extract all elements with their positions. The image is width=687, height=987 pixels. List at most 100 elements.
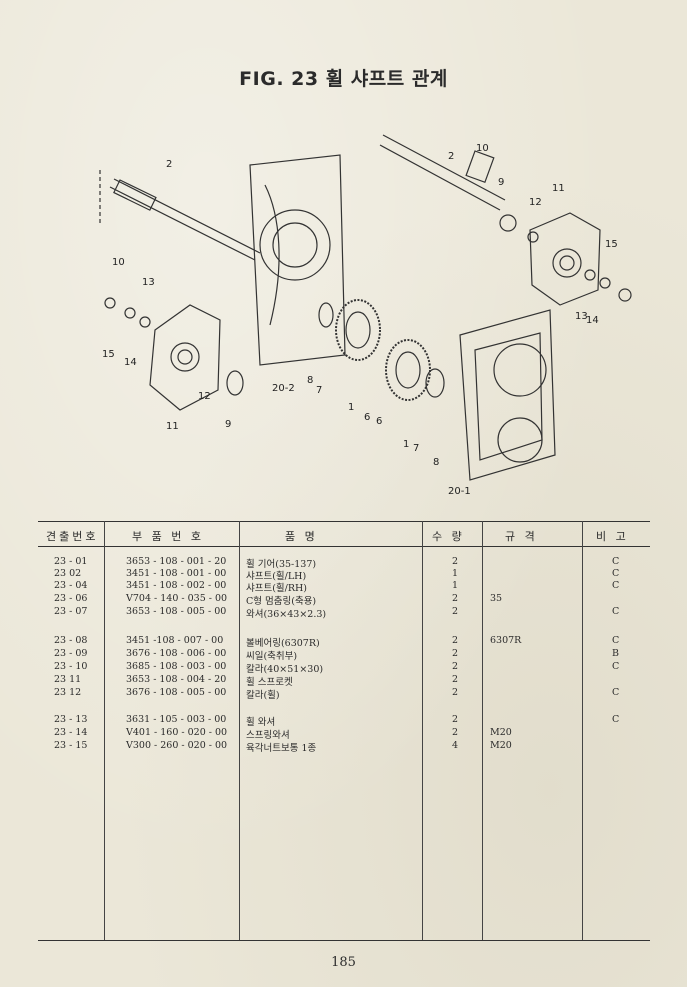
svg-text:15: 15 (605, 239, 618, 250)
row-index-no: 23 11 (54, 674, 82, 685)
column-divider (239, 521, 240, 940)
row-quantity: 4 (452, 740, 459, 751)
table-row: 23 - 07 3653 - 108 - 005 - 00 와셔(36×43×2… (0, 606, 687, 620)
left-shaft (99, 170, 261, 261)
right-shaft (379, 134, 506, 211)
svg-text:14: 14 (586, 315, 599, 326)
row-part-number: 3653 - 108 - 004 - 20 (126, 674, 227, 685)
svg-text:9: 9 (498, 177, 504, 188)
table-row: 23 - 04 3451 - 108 - 002 - 00 샤프트(휠/RH) … (0, 580, 687, 594)
table-row: 23 - 06 V704 - 140 - 035 - 00 C형 멈춤링(축용)… (0, 593, 687, 607)
svg-text:8: 8 (433, 457, 439, 468)
row-note: C (612, 606, 620, 617)
svg-text:7: 7 (413, 443, 419, 454)
row-index-no: 23 - 01 (54, 556, 88, 567)
row-part-name: 샤프트(휠/LH) (246, 571, 307, 582)
svg-text:10: 10 (112, 257, 125, 268)
svg-text:20-2: 20-2 (272, 383, 295, 394)
table-bottom-rule (38, 940, 650, 941)
table-row: 23 - 08 3451 -108 - 007 - 00 볼베어링(6307R)… (0, 635, 687, 649)
row-part-name: 샤프트(휠/RH) (246, 583, 308, 594)
table-row: 23 - 10 3685 - 108 - 003 - 00 칼라(40×51×3… (0, 661, 687, 675)
svg-text:14: 14 (124, 357, 137, 368)
row-index-no: 23 - 10 (54, 661, 88, 672)
row-quantity: 2 (452, 714, 459, 725)
svg-text:6: 6 (376, 416, 382, 427)
row-part-name: 칼라(휠) (246, 690, 280, 701)
left-sprocket (149, 304, 221, 411)
wheel-gear-lower (385, 339, 431, 401)
svg-text:9: 9 (225, 419, 231, 430)
row-part-number: 3685 - 108 - 003 - 00 (126, 661, 227, 672)
row-part-name: 휠 와셔 (246, 717, 276, 728)
center-housing (249, 154, 346, 366)
table-header-rule (38, 546, 650, 547)
row-quantity: 1 (452, 568, 459, 579)
row-quantity: 1 (452, 580, 459, 591)
svg-text:7: 7 (316, 385, 322, 396)
svg-text:13: 13 (142, 277, 155, 288)
row-part-name: C형 멈춤링(축용) (246, 596, 317, 607)
svg-text:2: 2 (448, 151, 454, 162)
wheel-gear-upper (335, 299, 381, 361)
row-part-number: 3451 - 108 - 001 - 00 (126, 568, 227, 579)
row-note: B (612, 648, 619, 659)
row-note: C (612, 556, 620, 567)
column-divider (582, 521, 583, 940)
row-part-name: 휠 스프로켓 (246, 677, 293, 688)
row-index-no: 23 - 14 (54, 727, 88, 738)
table-row: 23 11 3653 - 108 - 004 - 20 휠 스프로켓 2 (0, 674, 687, 688)
row-part-name: 휠 기어(35-137) (246, 559, 317, 570)
row-part-name: 볼베어링(6307R) (246, 638, 320, 649)
row-part-name: 씨일(축취부) (246, 651, 298, 662)
row-index-no: 23 12 (54, 687, 82, 698)
row-part-name: 육각너트보통 1종 (246, 743, 317, 754)
row-part-name: 와셔(36×43×2.3) (246, 609, 327, 620)
svg-text:12: 12 (198, 391, 211, 402)
row-part-name: 스프링와셔 (246, 730, 290, 741)
svg-text:1: 1 (403, 439, 409, 450)
row-index-no: 23 - 06 (54, 593, 88, 604)
table-row: 23 - 14 V401 - 160 - 020 - 00 스프링와셔 2 M2… (0, 727, 687, 741)
header-quantity: 수 량 (432, 530, 465, 543)
column-divider (422, 521, 423, 940)
row-part-number: 3631 - 105 - 003 - 00 (126, 714, 227, 725)
row-spec: 35 (490, 593, 503, 604)
row-spec: M20 (490, 740, 512, 751)
svg-text:8: 8 (307, 375, 313, 386)
header-index-no: 견출번호 (46, 530, 99, 543)
row-quantity: 2 (452, 606, 459, 617)
row-part-number: 3653 - 108 - 001 - 20 (126, 556, 227, 567)
row-note: C (612, 661, 620, 672)
row-index-no: 23 - 04 (54, 580, 88, 591)
row-index-no: 23 - 09 (54, 648, 88, 659)
svg-text:2: 2 (166, 159, 172, 170)
row-part-number: 3653 - 108 - 005 - 00 (126, 606, 227, 617)
row-quantity: 2 (452, 674, 459, 685)
row-quantity: 2 (452, 593, 459, 604)
row-quantity: 2 (452, 635, 459, 646)
row-part-name: 칼라(40×51×30) (246, 664, 324, 675)
row-part-number: V704 - 140 - 035 - 00 (126, 593, 228, 604)
table-top-rule (38, 521, 650, 522)
table-row: 23 - 13 3631 - 105 - 003 - 00 휠 와셔 2 C (0, 714, 687, 728)
figure-title: FIG. 23 휠 샤프트 관계 (239, 68, 448, 90)
table-row: 23 - 15 V300 - 260 - 020 - 00 육각너트보통 1종 … (0, 740, 687, 754)
row-part-number: V300 - 260 - 020 - 00 (126, 740, 228, 751)
header-spec: 규 격 (505, 530, 538, 543)
row-index-no: 23 - 08 (54, 635, 88, 646)
svg-text:6: 6 (364, 412, 370, 423)
svg-text:1: 1 (348, 402, 354, 413)
row-note: C (612, 687, 620, 698)
row-part-number: 3451 - 108 - 002 - 00 (126, 580, 227, 591)
row-quantity: 2 (452, 687, 459, 698)
svg-text:15: 15 (102, 349, 115, 360)
table-row: 23 - 01 3653 - 108 - 001 - 20 휠 기어(35-13… (0, 556, 687, 570)
row-spec: M20 (490, 727, 512, 738)
header-part-number: 부 품 번 호 (132, 530, 204, 543)
row-note: C (612, 635, 620, 646)
svg-text:12: 12 (529, 197, 542, 208)
svg-text:10: 10 (476, 143, 489, 154)
row-part-number: 3451 -108 - 007 - 00 (126, 635, 224, 646)
